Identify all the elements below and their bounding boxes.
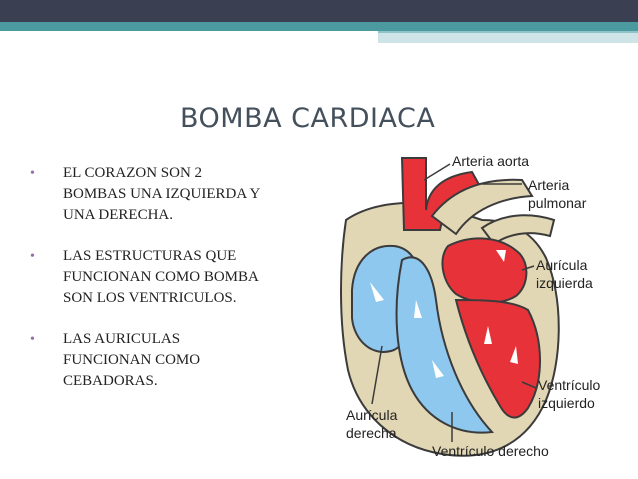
left-ventricle — [454, 298, 541, 419]
bullet-line: CEBADORAS. — [63, 373, 158, 389]
accent-stripe — [0, 22, 638, 31]
arrow-icon — [484, 326, 492, 344]
slide-title: BOMBA CARDIACA — [180, 103, 436, 134]
flow-arrows — [370, 250, 518, 378]
bullet-item: • LAS ESTRUCTURAS QUE FUNCIONAN COMO BOM… — [30, 246, 320, 309]
bullet-marker: • — [30, 332, 35, 347]
label-auricula-derecha-2: derecha — [346, 425, 397, 441]
label-arteria-pulmonar-2: pulmonar — [528, 195, 587, 211]
label-ventriculo-derecho: Ventrículo derecho — [432, 443, 549, 459]
arrow-icon — [432, 360, 444, 378]
top-bar — [0, 0, 638, 22]
bullet-item: • LAS AURICULAS FUNCIONAN COMO CEBADORAS… — [30, 329, 320, 392]
bullet-line: BOMBAS UNA IZQUIERDA Y — [63, 186, 261, 202]
arrow-icon — [496, 250, 506, 262]
leader-line — [521, 381, 537, 389]
bullet-line: LAS AURICULAS — [63, 331, 181, 347]
bullet-marker: • — [30, 166, 35, 181]
label-arteria-pulmonar-1: Arteria — [528, 177, 569, 193]
label-ventriculo-izquierdo-2: izquierdo — [538, 395, 595, 411]
arrow-icon — [510, 346, 518, 364]
bullet-marker: • — [30, 249, 35, 264]
bullet-line: FUNCIONAN COMO BOMBA — [63, 269, 259, 285]
arrow-icon — [370, 282, 384, 302]
leader-line — [423, 163, 451, 181]
left-atrium — [441, 237, 528, 304]
label-ventriculo-izquierdo-1: Ventrículo — [538, 377, 600, 393]
bullet-line: SON LOS VENTRICULOS. — [63, 290, 237, 306]
accent-stripe-line — [378, 31, 638, 33]
bullet-line: EL CORAZON SON 2 — [63, 165, 203, 181]
heart-diagram: Arteria aorta Arteria pulmonar Aurícula … — [340, 153, 600, 459]
pulmonary-trunk — [430, 178, 534, 236]
arrow-icon — [414, 300, 422, 318]
label-auricula-izquierda-1: Aurícula — [536, 257, 588, 273]
label-arteria-aorta: Arteria aorta — [452, 153, 529, 169]
leader-line — [371, 345, 383, 405]
label-leaders — [371, 163, 537, 442]
bullet-line: LAS ESTRUCTURAS QUE — [63, 248, 237, 264]
accent-stripe-light — [378, 31, 638, 43]
bullet-line: UNA DERECHA. — [63, 207, 174, 223]
bullet-line: FUNCIONAN COMO — [63, 352, 201, 368]
right-ventricle — [395, 256, 495, 434]
bullet-item: • EL CORAZON SON 2 BOMBAS UNA IZQUIERDA … — [30, 163, 320, 226]
label-auricula-izquierda-2: izquierda — [536, 275, 593, 291]
bullet-list: • EL CORAZON SON 2 BOMBAS UNA IZQUIERDA … — [30, 163, 320, 412]
pulmonary-branch — [480, 214, 556, 246]
label-auricula-derecha-1: Aurícula — [346, 407, 398, 423]
leader-line — [521, 265, 535, 271]
